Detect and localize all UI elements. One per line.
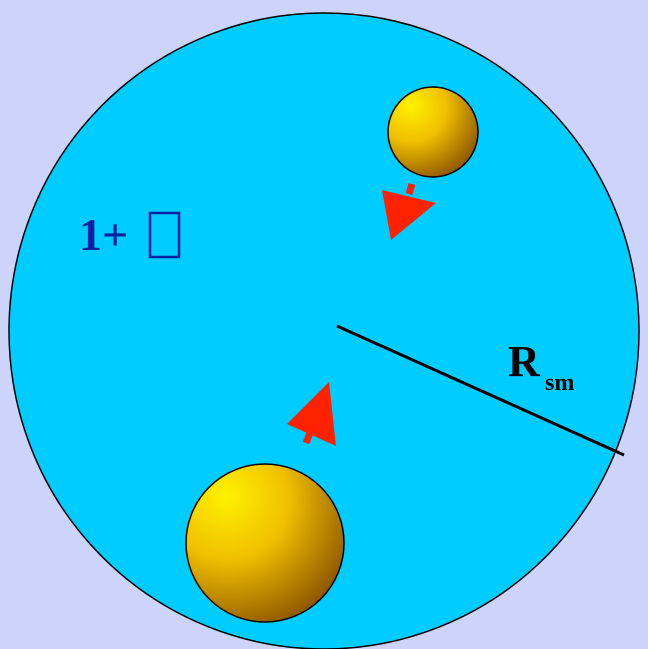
overdensity-label: 1+ xyxy=(79,209,181,260)
radius-line xyxy=(336,324,625,457)
velocity-arrow-down-icon xyxy=(382,182,436,240)
radius-label-main: R xyxy=(508,337,541,386)
delta-label-text: 1+ xyxy=(79,209,128,260)
small-gold-sphere-icon xyxy=(387,86,479,178)
radius-label-subscript: sm xyxy=(545,370,574,396)
radius-label: R sm xyxy=(508,337,574,396)
missing-glyph-box-icon xyxy=(148,211,181,259)
velocity-arrow-up-icon xyxy=(287,382,336,446)
large-gold-sphere-icon xyxy=(185,463,345,623)
overdense-sphere xyxy=(8,12,640,649)
